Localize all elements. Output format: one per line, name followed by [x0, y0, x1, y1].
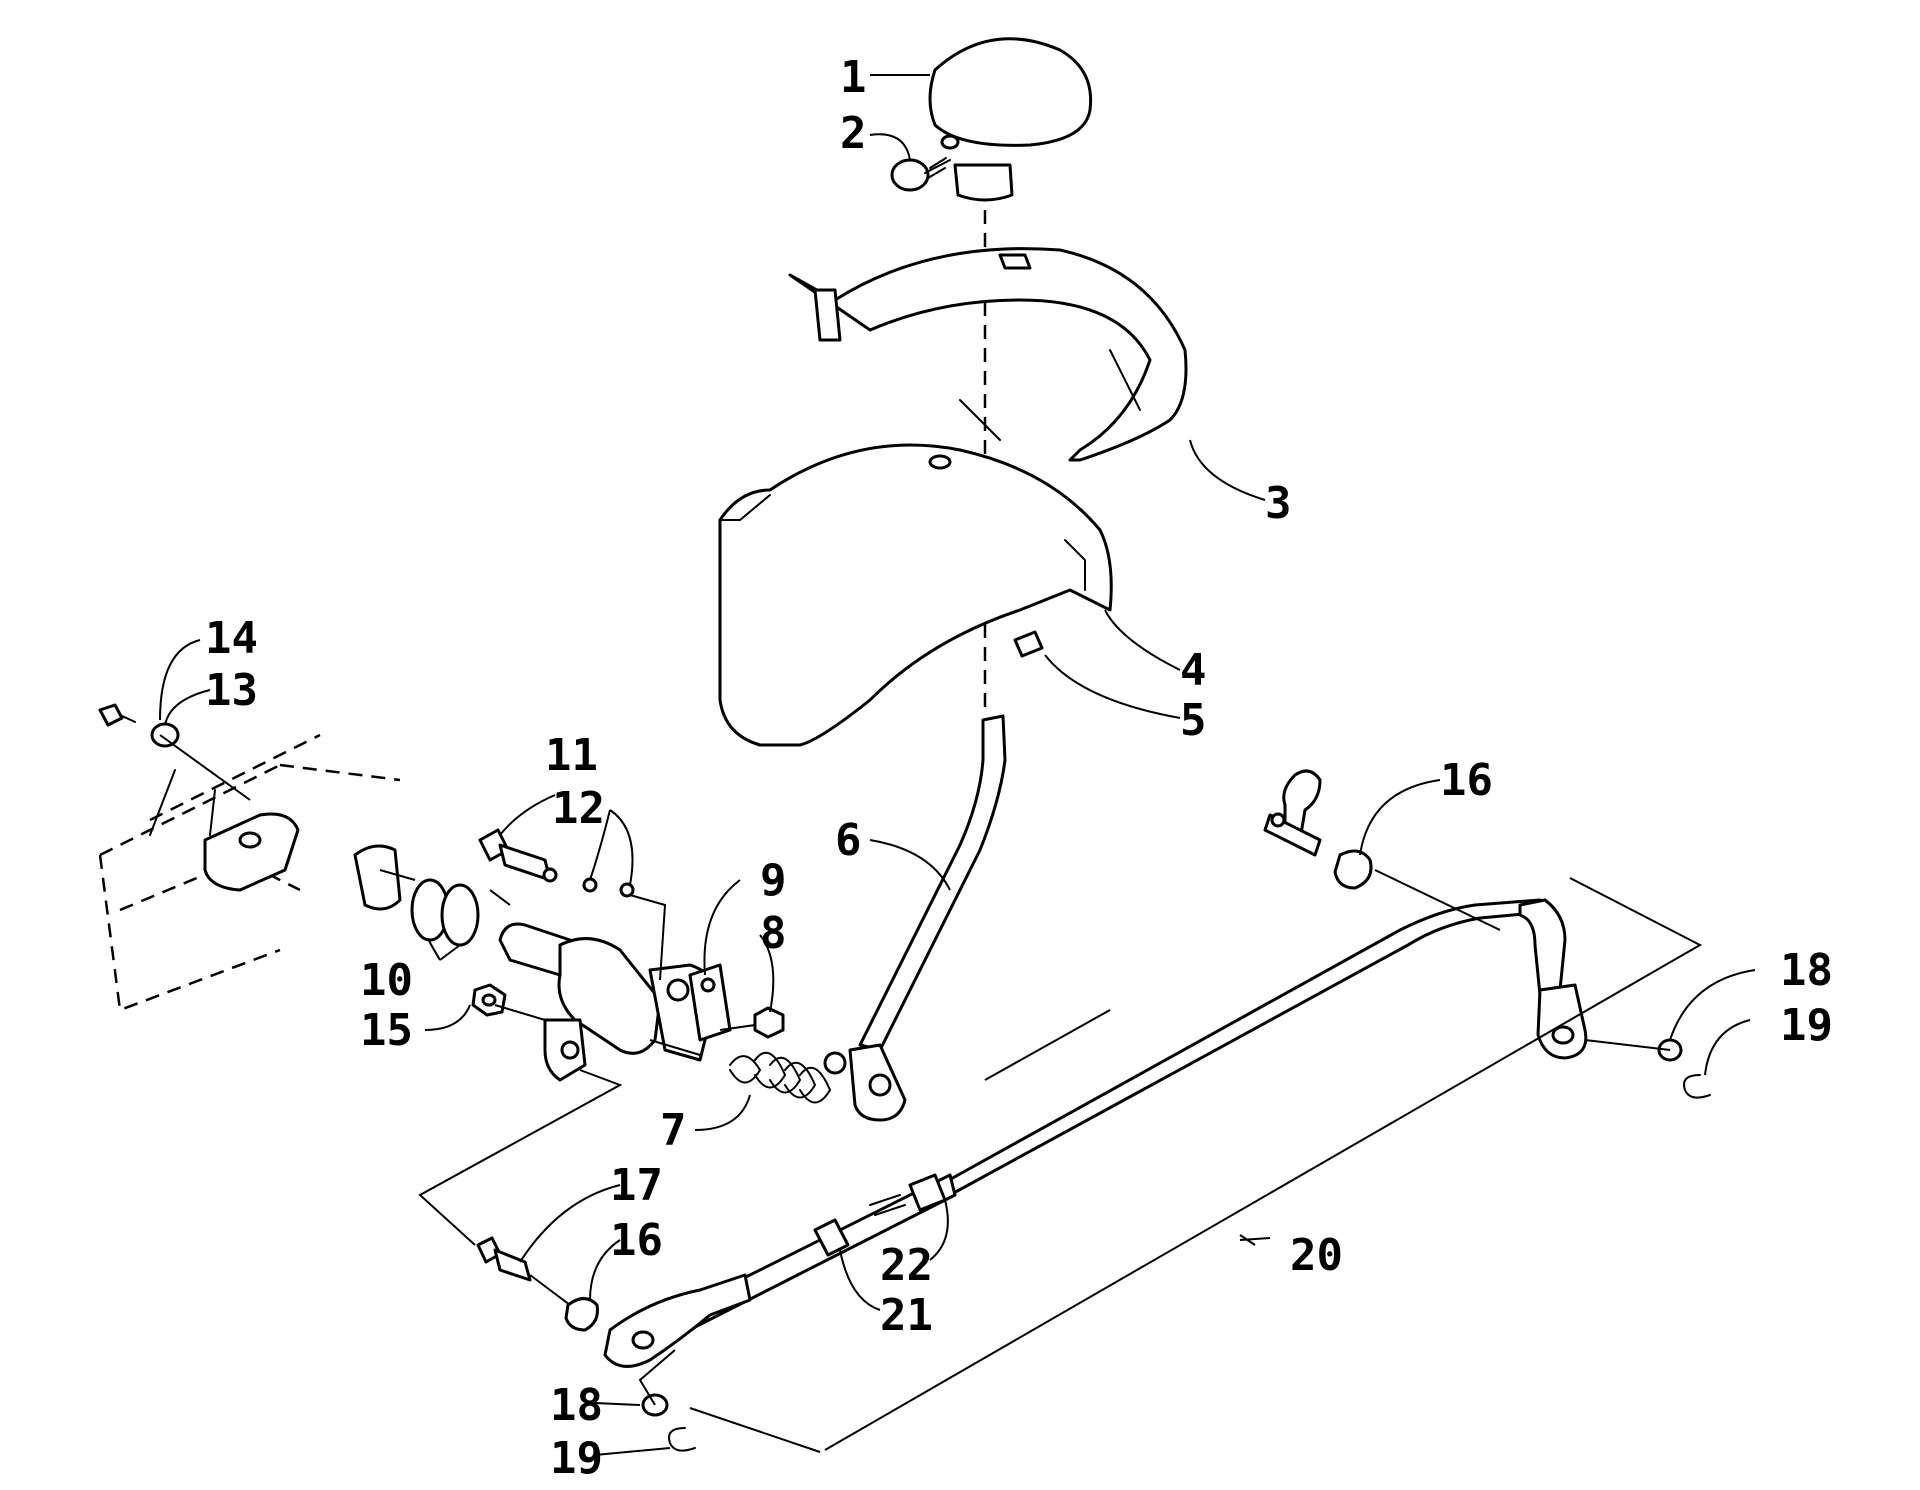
- callout-5: 5: [1180, 695, 1207, 746]
- callout-17: 17: [610, 1160, 663, 1211]
- bushing-lower: [564, 1297, 599, 1332]
- callout-leaders: [159, 74, 1756, 1456]
- callout-13: 13: [205, 665, 258, 716]
- callout-9: 9: [760, 855, 787, 906]
- detent-plunger: [478, 828, 558, 883]
- callout-18-lower: 18: [550, 1380, 603, 1431]
- bolt: [98, 703, 136, 727]
- shift-arm: [1263, 769, 1322, 857]
- callout-16-upper: 16: [1440, 755, 1493, 806]
- callout-20: 20: [1290, 1230, 1343, 1281]
- frame-bracket: [98, 733, 402, 1012]
- e-clip-right: [1683, 1074, 1711, 1099]
- nut: [753, 1006, 785, 1039]
- callout-6: 6: [835, 815, 862, 866]
- callout-21: 21: [880, 1290, 933, 1341]
- shift-lever: [823, 714, 1007, 1122]
- callout-19-lower: 19: [550, 1433, 603, 1484]
- callout-19-right: 19: [1780, 1000, 1833, 1051]
- lower-boot-cover: [718, 443, 1113, 747]
- knob-screw: [890, 157, 951, 192]
- callout-10: 10: [360, 955, 413, 1006]
- bracket-plate: [688, 963, 732, 1042]
- flange-nut: [471, 983, 507, 1017]
- callout-18-right: 18: [1780, 945, 1833, 996]
- shift-knob: [928, 37, 1093, 202]
- callout-12: 12: [552, 783, 605, 834]
- callout-4: 4: [1180, 645, 1207, 696]
- callout-15: 15: [360, 1005, 413, 1056]
- callout-numbers: 1 2 3 4 5 6 7 8 9 10 11 12 13 14 15 16 1…: [205, 52, 1833, 1484]
- spring: [729, 1051, 832, 1104]
- callout-1: 1: [840, 52, 867, 103]
- assembly-lines: [159, 734, 1703, 1453]
- upper-cover: [788, 247, 1188, 462]
- callout-7: 7: [660, 1105, 687, 1156]
- shift-shaft-assembly: [498, 922, 718, 1082]
- bushing: [1013, 630, 1044, 658]
- e-clip-lower: [668, 1427, 696, 1452]
- o-ring-2: [440, 883, 480, 947]
- callout-14: 14: [205, 613, 258, 664]
- callout-16-lower: 16: [610, 1215, 663, 1266]
- callout-2: 2: [840, 108, 867, 159]
- washer-top: [150, 722, 180, 748]
- callout-11: 11: [545, 730, 598, 781]
- bushing-upper: [1333, 849, 1373, 890]
- callout-8: 8: [760, 908, 787, 959]
- callout-22: 22: [880, 1240, 933, 1291]
- pivot-stud: [476, 1236, 532, 1282]
- shift-rod: [603, 898, 1588, 1368]
- small-o-rings: [582, 877, 635, 898]
- callout-3: 3: [1265, 478, 1292, 529]
